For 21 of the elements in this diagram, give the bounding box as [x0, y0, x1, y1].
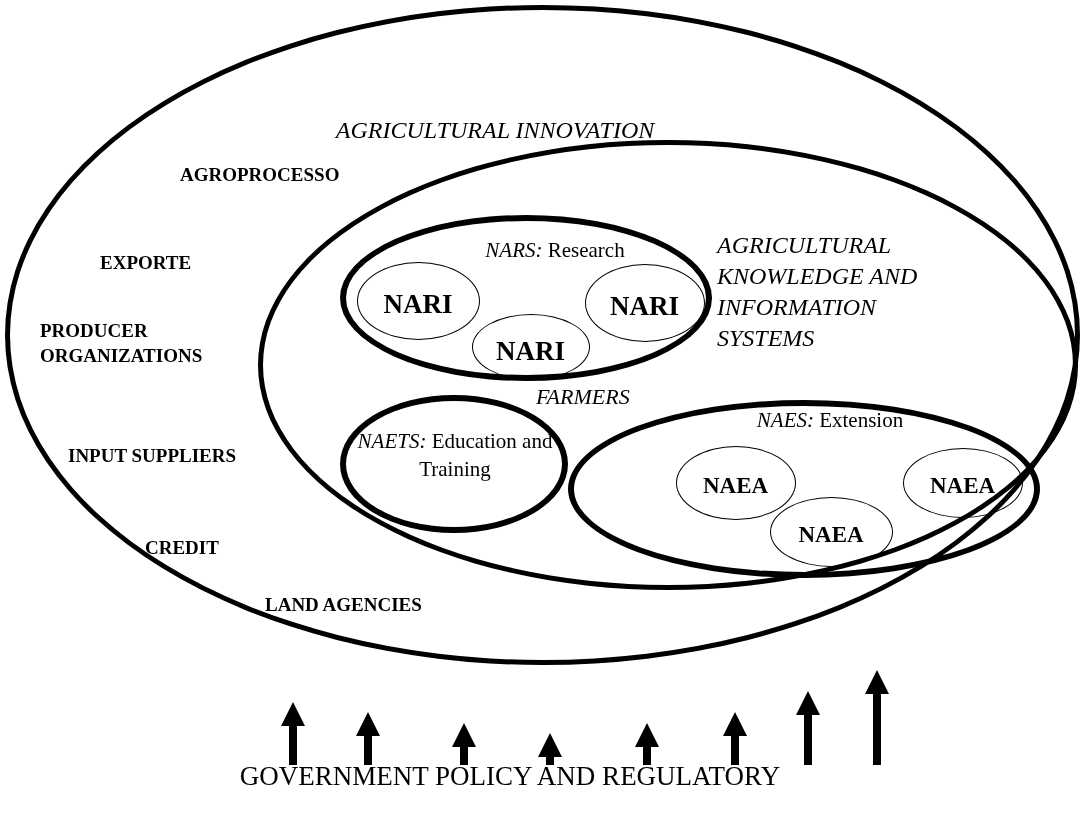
research-ellipse: [340, 215, 712, 381]
actor-label: PRODUCER ORGANIZATIONS: [40, 319, 204, 368]
ellipse-title: NAES: Extension: [755, 407, 905, 434]
bottom-caption: GOVERNMENT POLICY AND REGULATORY: [238, 760, 782, 793]
ellipse-label: NAEA: [701, 471, 770, 500]
ellipse-title: FARMERS: [536, 383, 631, 411]
ellipse-label: NAEA: [928, 471, 997, 500]
actor-label: LAND AGENCIES: [265, 593, 423, 617]
actor-label: CREDIT: [145, 536, 220, 560]
innovation-ellipse: [5, 5, 1080, 665]
ellipse-title: NARS: Research: [484, 237, 626, 264]
ellipse-title: NAETS: Education and Training: [356, 428, 554, 483]
ellipse-title: AGRICULTURAL KNOWLEDGE AND INFORMATION SYSTEMS: [717, 231, 919, 353]
ellipse-label: NARI: [495, 334, 566, 368]
actor-label: AGROPROCESSO: [180, 163, 341, 187]
ellipse-title: AGRICULTURAL INNOVATION: [333, 116, 657, 145]
ellipse-label: NAEA: [797, 520, 865, 549]
ellipse-label: NARI: [382, 287, 454, 321]
actor-label: INPUT SUPPLIERS: [68, 444, 238, 468]
actor-label: EXPORTE: [100, 251, 193, 275]
ellipse-label: NARI: [609, 289, 680, 323]
